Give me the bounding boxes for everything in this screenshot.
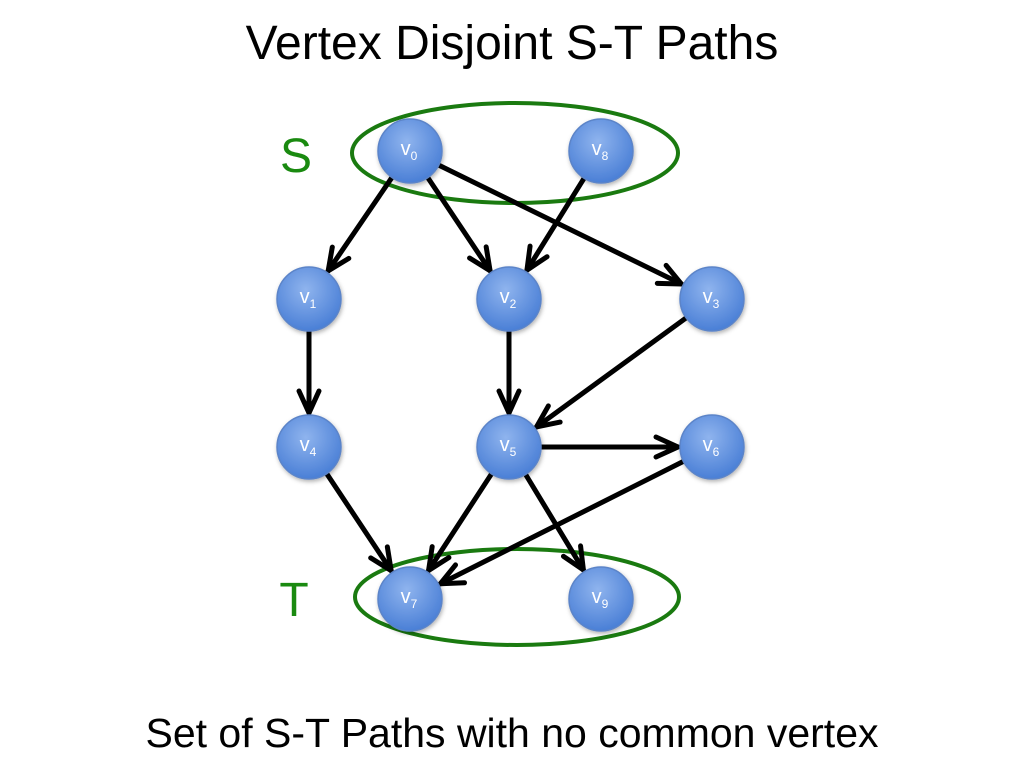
node-v4-base: v — [300, 434, 310, 456]
node-v2-label: v2 — [500, 286, 517, 311]
node-v6-subscript: 6 — [713, 445, 720, 459]
node-v1-label: v1 — [300, 286, 317, 311]
edges-layer — [296, 162, 689, 587]
node-v0-circle — [377, 118, 443, 184]
node-v7: v7 — [377, 566, 443, 632]
node-v1-circle — [276, 266, 342, 332]
node-v5: v5 — [476, 414, 542, 480]
node-v1: v1 — [276, 266, 342, 332]
node-v1-base: v — [300, 286, 310, 308]
set-t-outline — [353, 547, 681, 647]
edge-v4-v7 — [324, 471, 394, 574]
node-v8-base: v — [592, 138, 602, 160]
node-v5-label: v5 — [500, 434, 517, 459]
node-v8-subscript: 8 — [602, 149, 609, 163]
node-v3-label: v3 — [703, 286, 720, 311]
node-v2-subscript: 2 — [510, 297, 517, 311]
node-v0-base: v — [401, 138, 411, 160]
set-t-label: T — [279, 574, 308, 627]
node-v6-circle — [679, 414, 745, 480]
node-v3: v3 — [679, 266, 745, 332]
edge-v5-v9 — [523, 471, 586, 573]
node-v9-base: v — [592, 586, 602, 608]
node-v6-base: v — [703, 434, 713, 456]
node-v6-label: v6 — [703, 434, 720, 459]
node-v1-subscript: 1 — [310, 297, 317, 311]
edge-v3-v5 — [533, 315, 689, 430]
edge-v6-v7 — [437, 458, 686, 587]
node-v6: v6 — [679, 414, 745, 480]
node-v7-circle — [377, 566, 443, 632]
node-v5-subscript: 5 — [510, 445, 517, 459]
node-v4-label: v4 — [300, 434, 317, 459]
node-v5-circle — [476, 414, 542, 480]
node-v8-circle — [568, 118, 634, 184]
node-v9-label: v9 — [592, 586, 609, 611]
node-v4: v4 — [276, 414, 342, 480]
node-v0: v0 — [377, 118, 443, 184]
node-v4-circle — [276, 414, 342, 480]
node-v2-base: v — [500, 286, 510, 308]
edge-v5-v7 — [426, 471, 495, 574]
edge-v8-v2 — [524, 175, 587, 273]
node-v2-circle — [476, 266, 542, 332]
slide-title: Vertex Disjoint S-T Paths — [245, 17, 779, 70]
node-v9-circle — [568, 566, 634, 632]
edge-v0-v2 — [425, 175, 493, 274]
node-v4-subscript: 4 — [310, 445, 317, 459]
node-v3-circle — [679, 266, 745, 332]
node-v9-subscript: 9 — [602, 597, 609, 611]
node-v7-label: v7 — [401, 586, 418, 611]
node-v7-base: v — [401, 586, 411, 608]
node-v8-label: v8 — [592, 138, 609, 163]
node-v2: v2 — [476, 266, 542, 332]
slide-caption: Set of S-T Paths with no common vertex — [145, 710, 879, 756]
edge-v1-v4 — [296, 328, 322, 416]
node-v3-subscript: 3 — [713, 297, 720, 311]
set-s-label: S — [280, 130, 312, 183]
edge-v0-v1 — [325, 174, 395, 274]
node-v0-label: v0 — [401, 138, 418, 163]
node-v5-base: v — [500, 434, 510, 456]
node-v3-base: v — [703, 286, 713, 308]
node-v0-subscript: 0 — [411, 149, 418, 163]
edge-v2-v5 — [496, 328, 522, 416]
node-v7-subscript: 7 — [411, 597, 418, 611]
node-v9: v9 — [568, 566, 634, 632]
edge-v0-v3 — [436, 162, 684, 287]
edge-v5-v6 — [538, 434, 681, 460]
node-v8: v8 — [568, 118, 634, 184]
